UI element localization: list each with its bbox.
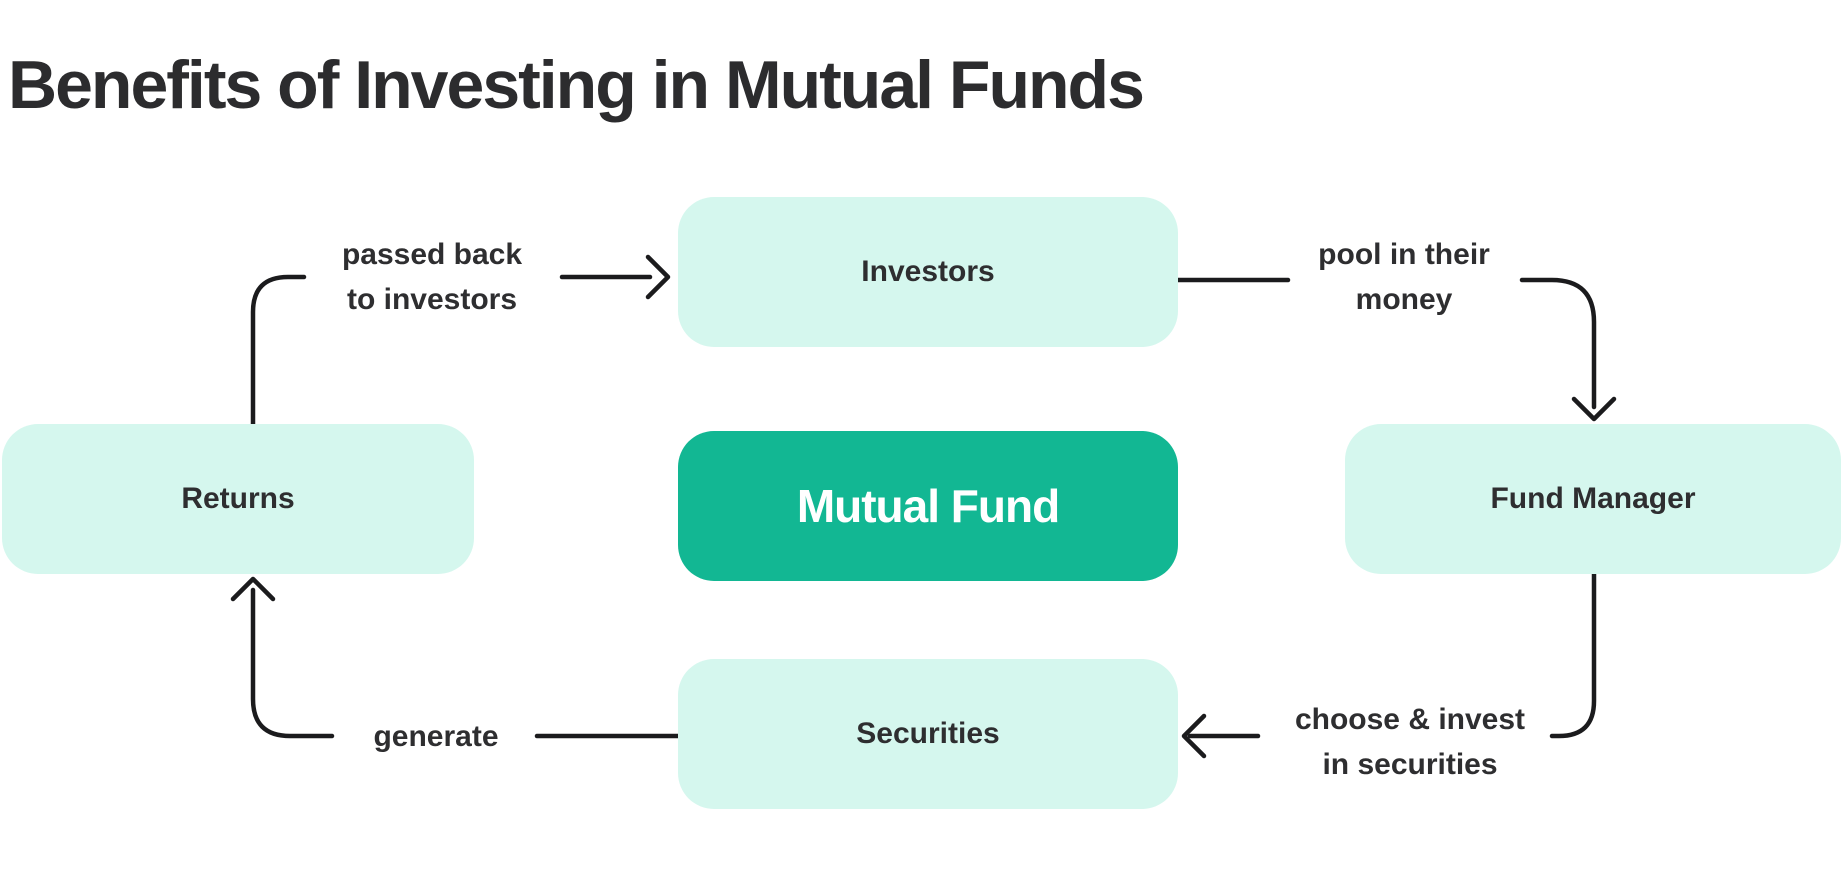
arrow-returns-to-investors [250, 254, 671, 427]
arrow-securities-to-returns [230, 576, 681, 739]
edge-label-choose-line1: choose & invest [1294, 703, 1526, 736]
edge-label-pool-line1: pool in their [1318, 238, 1490, 271]
arrowhead-left-icon [1181, 713, 1207, 759]
arrowhead-up-icon [230, 576, 276, 602]
edge-label-choose-line2: in securities [1322, 748, 1498, 781]
edge-label-pool: pool in their money [1254, 232, 1554, 322]
edge-label-passed-back-line2: to investors [346, 283, 518, 316]
arrow-fund-manager-to-securities [1181, 570, 1597, 759]
edge-label-passed-back: passed back to investors [282, 232, 582, 322]
edge-label-choose: choose & invest in securities [1260, 697, 1560, 787]
node-mutual-fund: Mutual Fund [678, 431, 1178, 581]
arrow-investors-to-fund-manager [1175, 277, 1617, 422]
edge-label-passed-back-line1: passed back [341, 238, 523, 271]
node-fund-manager-label: Fund Manager [1490, 482, 1696, 515]
edge-label-generate-line1: generate [373, 720, 499, 753]
edge-label-generate: generate [336, 714, 536, 759]
node-returns: Returns [2, 424, 474, 574]
node-mutual-fund-label: Mutual Fund [796, 480, 1060, 532]
node-investors-label: Investors [861, 255, 995, 288]
node-returns-label: Returns [181, 482, 295, 515]
edge-label-pool-line2: money [1355, 283, 1453, 316]
node-investors: Investors [678, 197, 1178, 347]
node-securities-label: Securities [856, 717, 1000, 750]
arrowhead-right-icon [645, 254, 671, 300]
page-title: Benefits of Investing in Mutual Funds [8, 47, 1145, 123]
node-securities: Securities [678, 659, 1178, 809]
node-fund-manager: Fund Manager [1345, 424, 1841, 574]
arrowhead-down-icon [1571, 396, 1617, 422]
